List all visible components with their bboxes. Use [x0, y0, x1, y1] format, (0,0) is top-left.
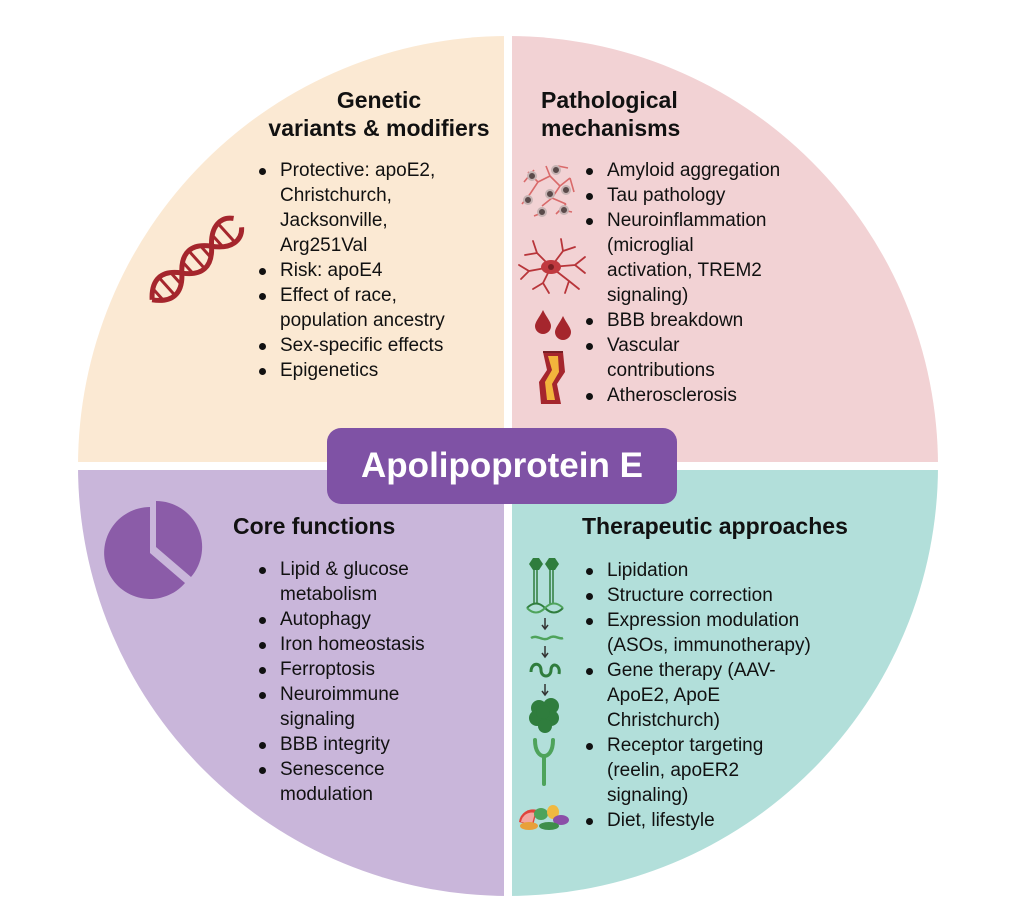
- blood-drops-icon: [535, 310, 571, 340]
- receptor-icon: [533, 738, 555, 786]
- dna-to-protein-icon: [526, 602, 564, 733]
- artery-icon: [539, 351, 565, 404]
- pie-chart-icon: [104, 500, 203, 599]
- list-item: Atherosclerosis: [580, 383, 780, 408]
- genetic-list: Protective: apoE2, Christchurch, Jackson…: [253, 158, 445, 383]
- list-item: Ferroptosis: [253, 657, 425, 682]
- list-item: Autophagy: [253, 607, 425, 632]
- core-title: Core functions: [233, 513, 396, 539]
- food-icon: [519, 805, 569, 830]
- list-item: Gene therapy (AAV- ApoE2, ApoE Christchu…: [580, 658, 811, 733]
- list-item: BBB breakdown: [580, 308, 780, 333]
- list-item: BBB integrity: [253, 732, 425, 757]
- list-item: Diet, lifestyle: [580, 808, 811, 833]
- core-list: Lipid & glucose metabolism Autophagy Iro…: [253, 557, 425, 807]
- list-item: Lipid & glucose metabolism: [253, 557, 425, 607]
- genetic-title: Genetic variants & modifiers: [268, 87, 490, 141]
- list-item: Iron homeostasis: [253, 632, 425, 657]
- list-item: Receptor targeting (reelin, apoER2 signa…: [580, 733, 811, 808]
- list-item: Structure correction: [580, 583, 811, 608]
- list-item: Lipidation: [580, 558, 811, 583]
- amyloid-plaque-icon: [521, 165, 575, 217]
- dna-helix-icon: [149, 215, 245, 303]
- list-item: Sex-specific effects: [253, 333, 445, 358]
- pathological-list: Amyloid aggregation Tau pathology Neuroi…: [580, 158, 780, 408]
- list-item: Risk: apoE4: [253, 258, 445, 283]
- list-item: Protective: apoE2, Christchurch, Jackson…: [253, 158, 445, 258]
- list-item: Epigenetics: [253, 358, 445, 383]
- list-item: Senescence modulation: [253, 757, 425, 807]
- list-item: Expression modulation (ASOs, immunothera…: [580, 608, 811, 658]
- microglia-icon: [518, 238, 586, 294]
- pathological-title: Pathological mechanisms: [541, 87, 681, 141]
- lipid-bilayer-icon: [529, 558, 559, 604]
- list-item: Vascular contributions: [580, 333, 780, 383]
- therapeutic-list: Lipidation Structure correction Expressi…: [580, 558, 811, 833]
- list-item: Neuroimmune signaling: [253, 682, 425, 732]
- center-label: Apolipoprotein E: [327, 428, 677, 504]
- therapeutic-title: Therapeutic approaches: [582, 513, 848, 539]
- list-item: Tau pathology: [580, 183, 780, 208]
- list-item: Amyloid aggregation: [580, 158, 780, 183]
- list-item: Neuroinflammation (microglial activation…: [580, 208, 780, 308]
- list-item: Effect of race, population ancestry: [253, 283, 445, 333]
